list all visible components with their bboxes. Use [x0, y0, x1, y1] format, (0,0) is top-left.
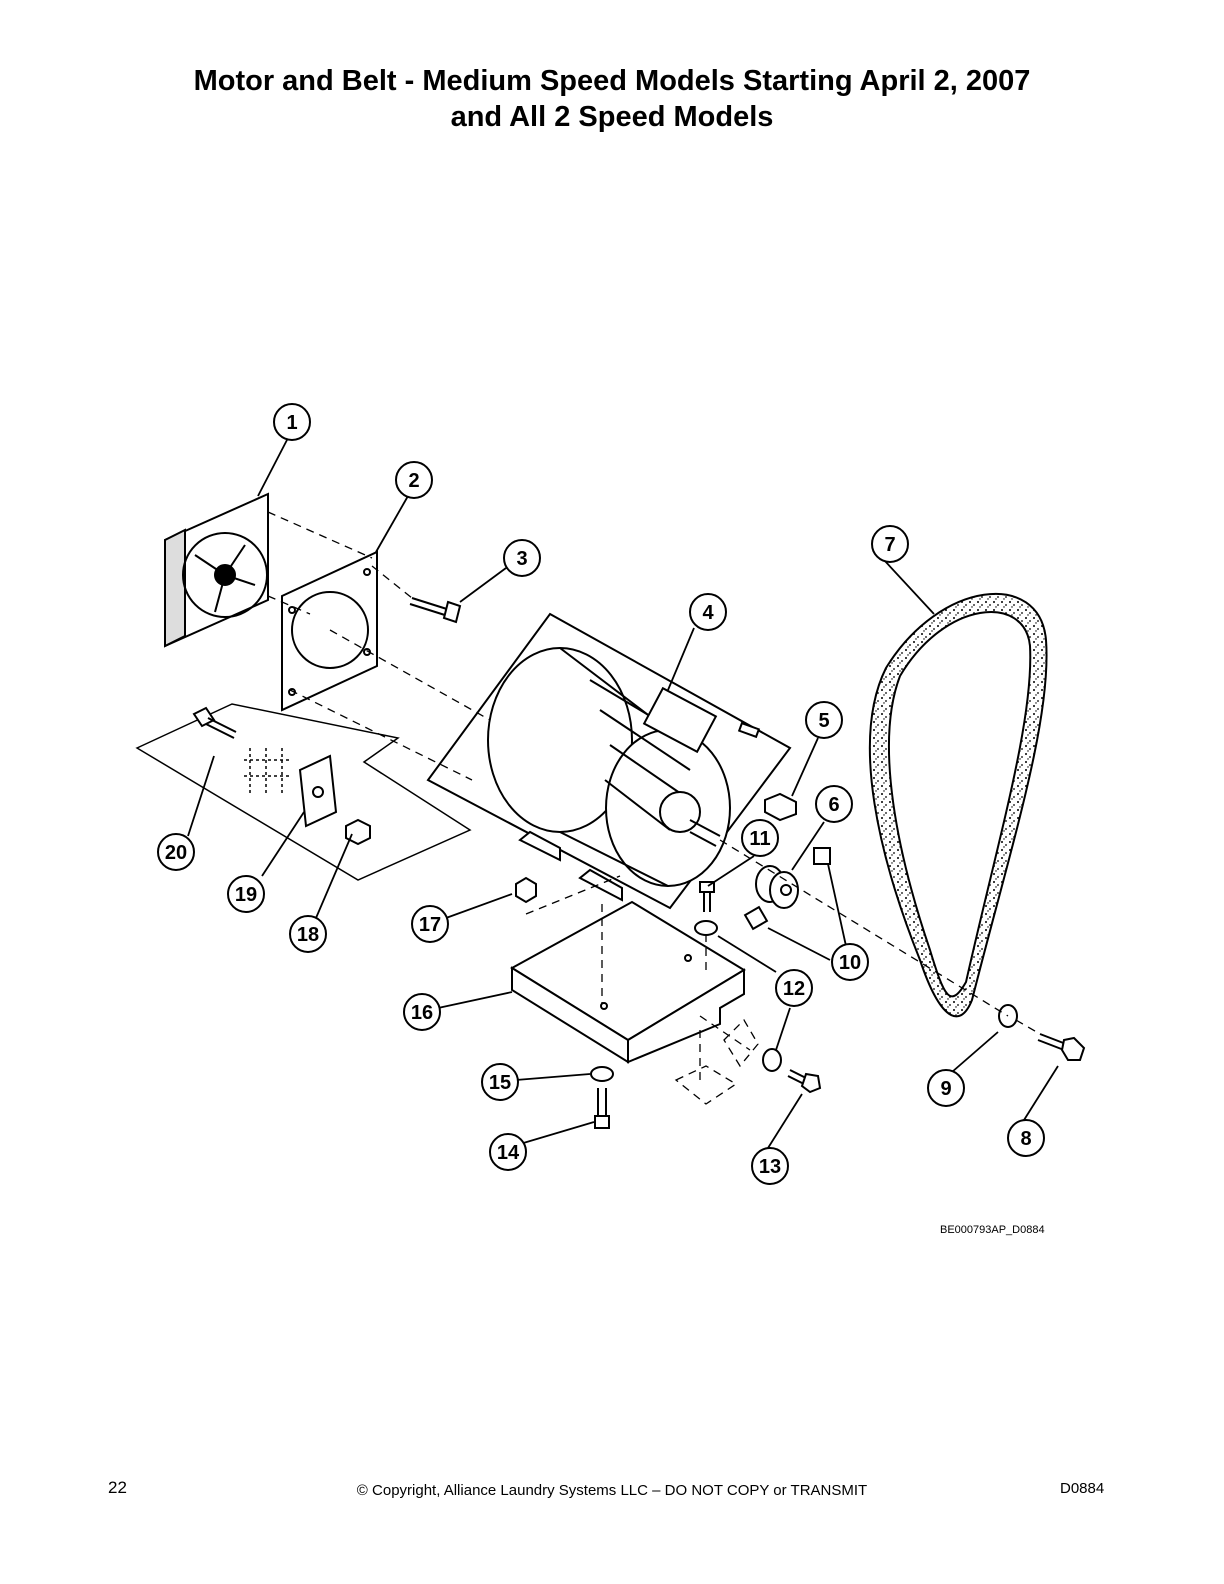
callout-9: 9 — [927, 1069, 965, 1107]
callout-7: 7 — [871, 525, 909, 563]
washer — [590, 1066, 614, 1082]
screw — [409, 597, 462, 624]
svg-text:9: 9 — [940, 1078, 951, 1100]
svg-text:6: 6 — [828, 794, 839, 816]
svg-text:10: 10 — [839, 952, 861, 974]
svg-text:4: 4 — [702, 602, 714, 624]
svg-text:14: 14 — [497, 1142, 520, 1164]
svg-text:16: 16 — [411, 1002, 433, 1024]
fan-mounting-plate — [281, 550, 378, 712]
svg-text:15: 15 — [489, 1072, 511, 1094]
svg-text:12: 12 — [783, 978, 805, 1000]
callout-15: 15 — [481, 1063, 519, 1101]
fan — [164, 492, 269, 648]
svg-text:18: 18 — [297, 924, 319, 946]
pulley — [755, 865, 799, 909]
leader-lines — [187, 437, 1059, 1149]
svg-text:1: 1 — [286, 412, 297, 434]
svg-text:19: 19 — [235, 884, 257, 906]
svg-text:20: 20 — [165, 842, 187, 864]
callout-17: 17 — [411, 905, 449, 943]
bolt — [699, 881, 715, 912]
copyright-notice: © Copyright, Alliance Laundry Systems LL… — [356, 1482, 868, 1499]
callout-13: 13 — [751, 1147, 789, 1185]
callout-20: 20 — [157, 833, 195, 871]
callout-4: 4 — [689, 593, 727, 631]
svg-text:3: 3 — [516, 548, 527, 570]
svg-text:13: 13 — [759, 1156, 781, 1178]
diagram-reference-code: BE000793AP_D0884 — [940, 1224, 1045, 1236]
bolt — [1037, 1033, 1086, 1061]
callout-12: 12 — [775, 969, 813, 1007]
inset-detail — [135, 703, 472, 881]
alignment-lines — [267, 511, 1041, 1105]
svg-text:7: 7 — [884, 534, 895, 556]
nut — [515, 876, 537, 904]
svg-text:2: 2 — [408, 470, 419, 492]
svg-text:8: 8 — [1020, 1128, 1031, 1150]
callout-1: 1 — [273, 403, 311, 441]
callout-16: 16 — [403, 993, 441, 1031]
callout-10: 10 — [831, 943, 869, 981]
nut — [764, 792, 797, 822]
callout-14: 14 — [489, 1133, 527, 1171]
bolt — [787, 1069, 822, 1094]
callout-5: 5 — [805, 701, 843, 739]
callout-6: 6 — [815, 785, 853, 823]
callouts: 1 2 3 4 5 6 7 8 9 10 11 12 13 14 15 16 1… — [157, 403, 1045, 1185]
set-screw — [743, 847, 831, 931]
svg-text:11: 11 — [749, 828, 770, 850]
page-title-line1: Motor and Belt - Medium Speed Models Sta… — [193, 65, 1031, 97]
motor-base — [510, 900, 746, 1064]
motor — [426, 612, 792, 910]
page-number: 22 — [108, 1478, 127, 1497]
callout-3: 3 — [503, 539, 541, 577]
svg-text:17: 17 — [419, 914, 441, 936]
callout-18: 18 — [289, 915, 327, 953]
svg-text:5: 5 — [818, 710, 829, 732]
page-title-line2: and All 2 Speed Models — [450, 101, 774, 133]
callout-2: 2 — [395, 461, 433, 499]
washer — [694, 920, 782, 1072]
callout-11: 11 — [741, 819, 779, 857]
callout-8: 8 — [1007, 1119, 1045, 1157]
bolt — [594, 1088, 610, 1129]
belt — [868, 593, 1048, 1018]
document-id: D0884 — [1060, 1480, 1105, 1497]
callout-19: 19 — [227, 875, 265, 913]
